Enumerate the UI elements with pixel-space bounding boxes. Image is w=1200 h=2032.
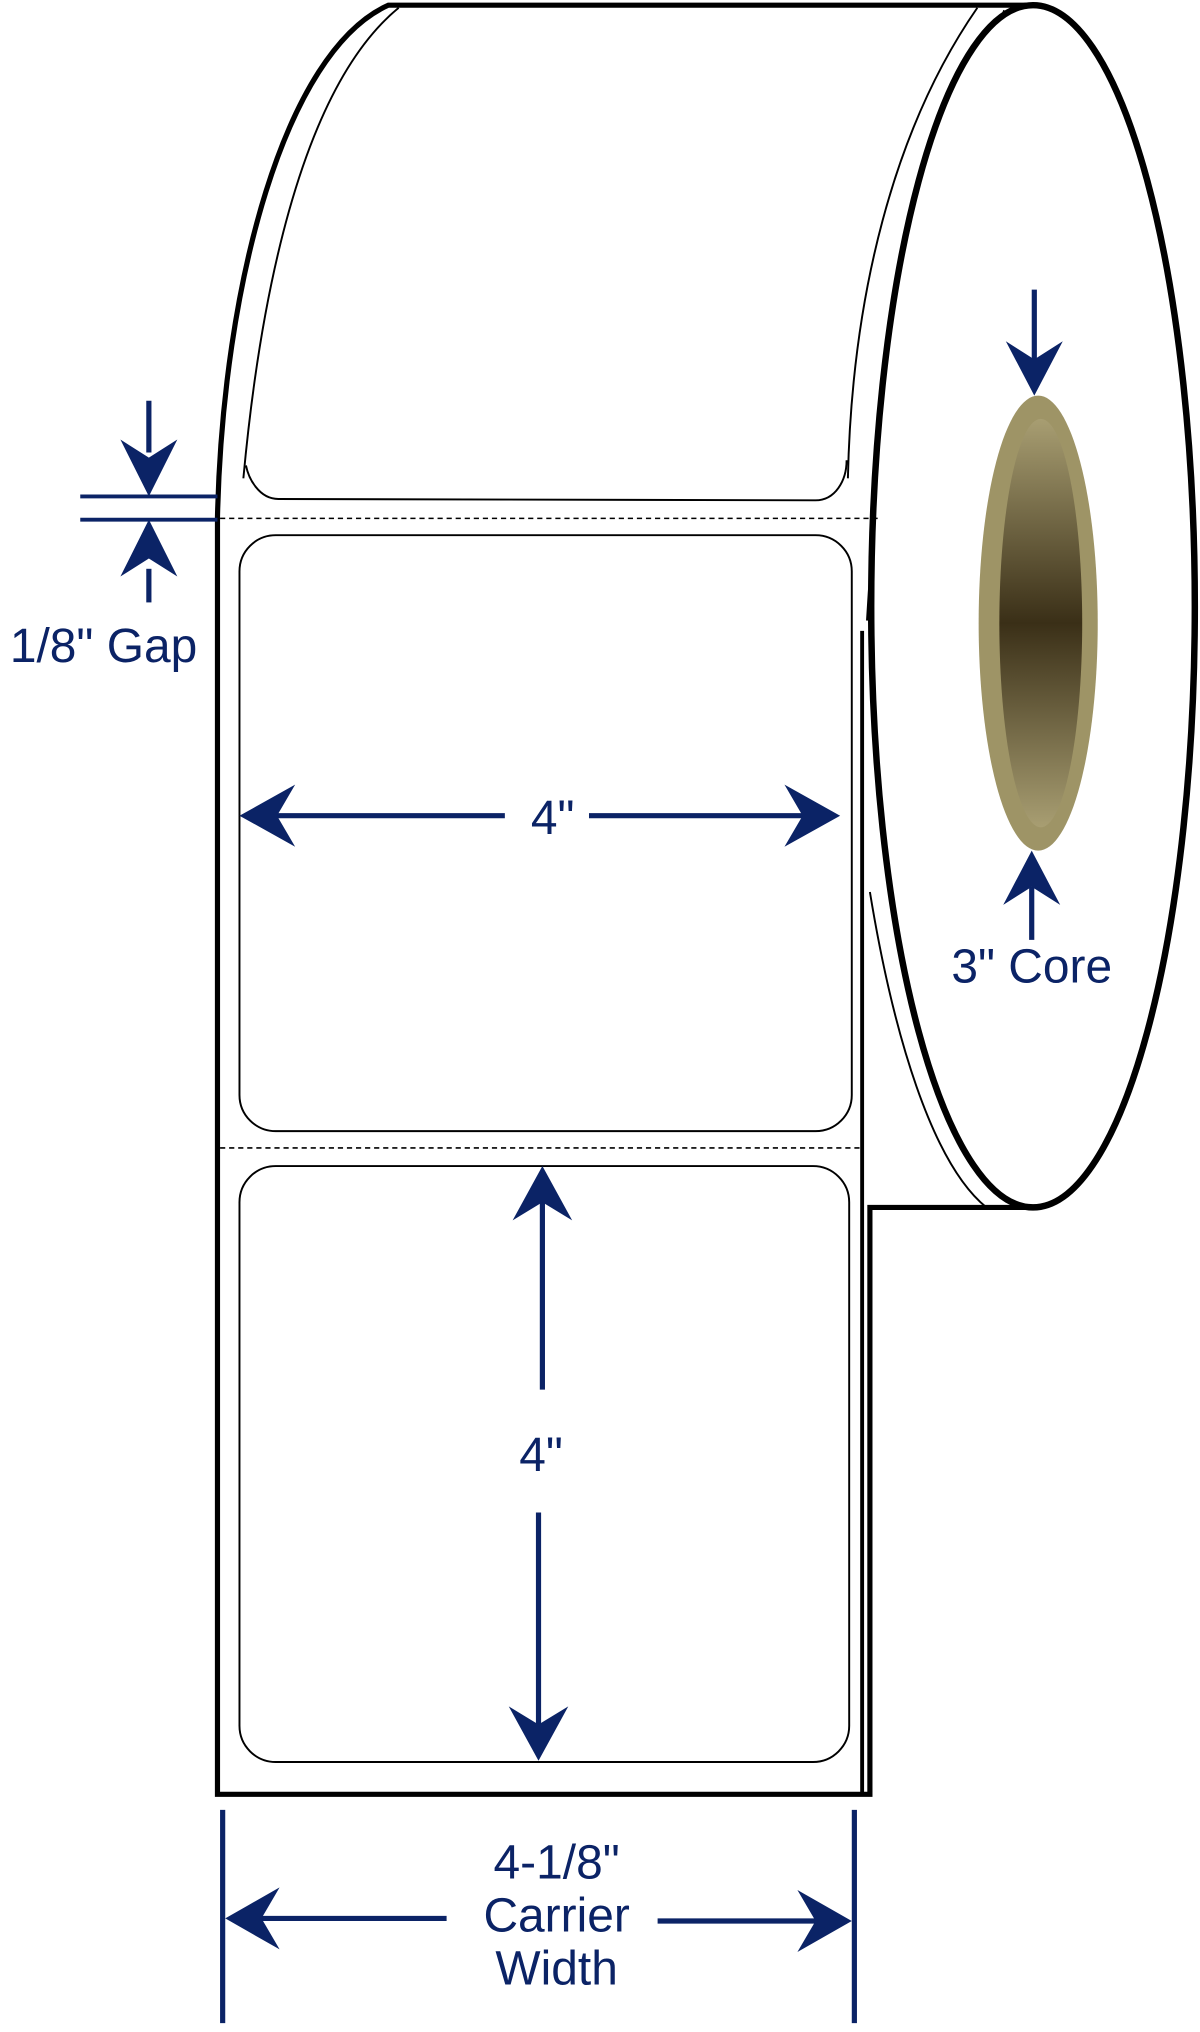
carrier-arrow-left-icon [225,1887,280,1950]
width-arrow-right-icon [784,784,841,847]
carrier-width-line2: Carrier [483,1889,629,1942]
label-height-text: 4" [519,1429,563,1482]
core-dimension [1003,289,1063,940]
roll-wrap-right-line [846,7,979,479]
label-width-dimension [239,784,841,847]
gap-label: 1/8" Gap [10,620,197,673]
gap-arrow-down-icon [120,439,178,497]
core-arrow-up-icon [1003,850,1061,905]
carrier-arrow-right-icon [797,1889,852,1953]
label-2 [238,534,853,1133]
label-width-text: 4" [531,792,575,845]
core-hole [999,418,1083,828]
height-arrow-up-icon [512,1166,573,1221]
roll-face [867,1,1199,1211]
gap-arrow-up-icon [120,519,178,577]
roll-wrap-inner-line [242,7,400,479]
roll-top-wrap [214,2,1036,1797]
carrier-width-line3: Width [495,1942,617,1995]
width-arrow-left-icon [239,784,296,847]
carrier-width-line1: 4-1/8" [494,1836,620,1889]
label-3 [238,1165,851,1763]
label-height-dimension [508,1166,573,1761]
carrier-width-dimension [220,1809,857,2024]
gap-dimension [80,400,218,603]
height-arrow-down-icon [508,1706,569,1761]
core-label: 3" Core [951,941,1112,994]
label-top-partial [245,460,848,502]
core-arrow-down-icon [1005,341,1063,396]
roll-side-curve-bottom [868,891,988,1209]
